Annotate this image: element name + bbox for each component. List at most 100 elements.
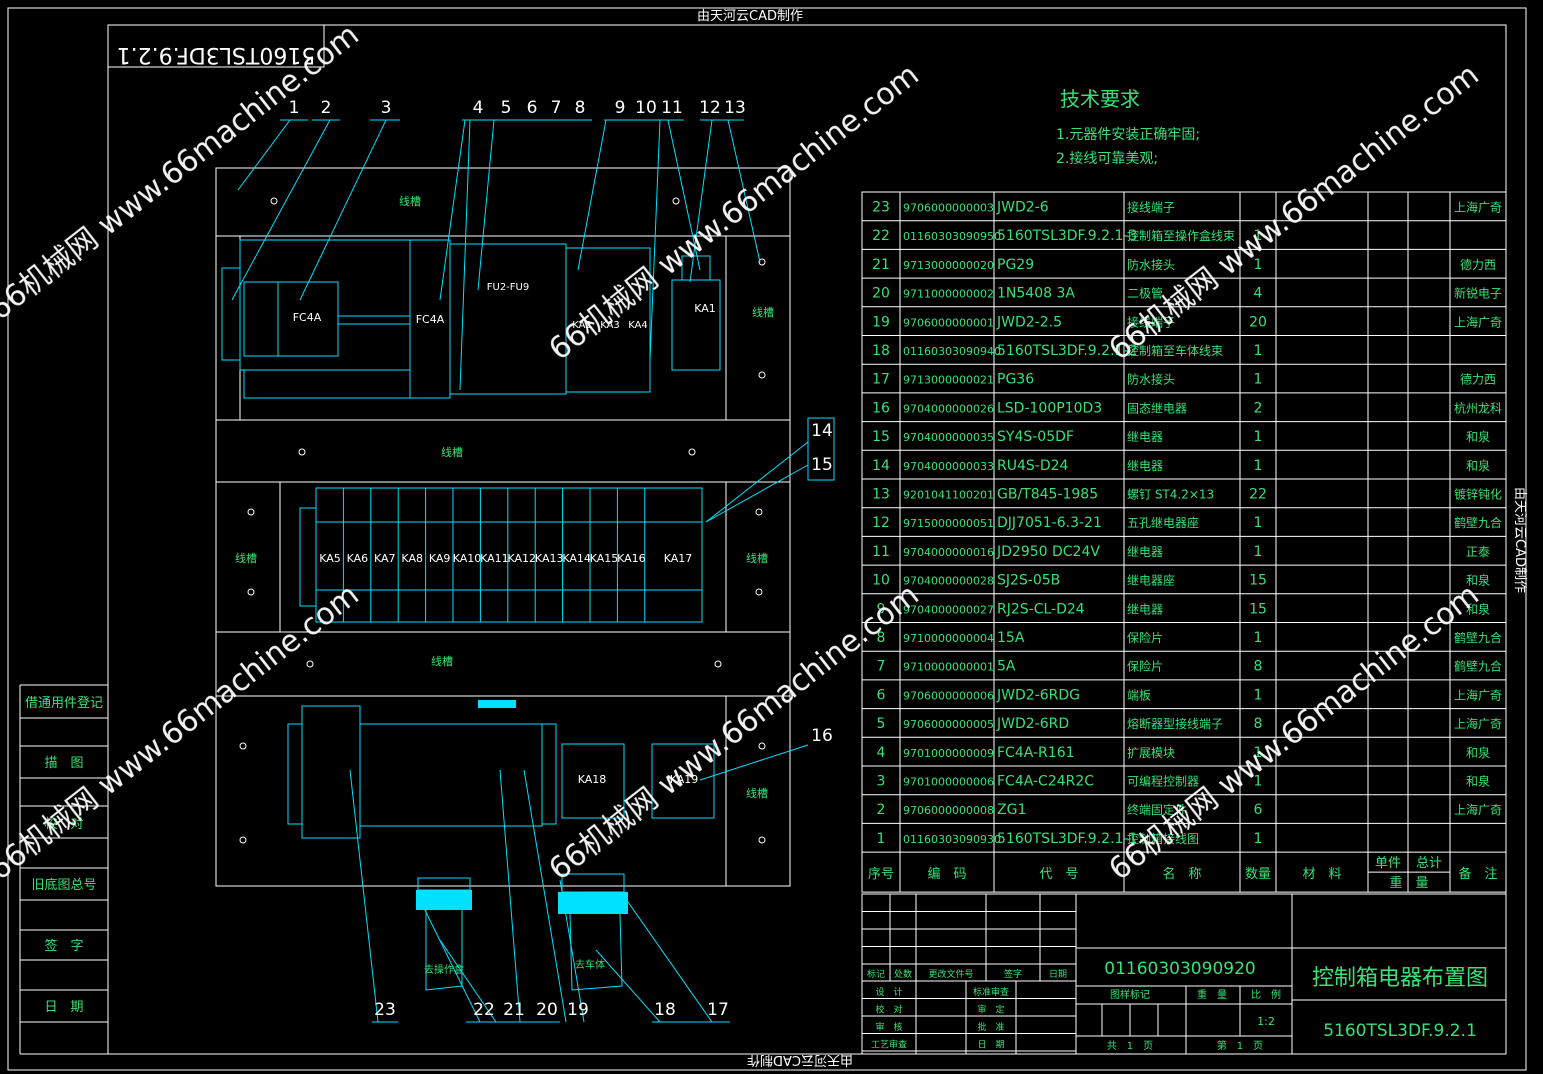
bom-header-5: 材 料: [1302, 867, 1341, 882]
ka2-label: KA2: [572, 320, 592, 331]
bom-header-2: 代 号: [1039, 867, 1078, 882]
left-strip: 借通用件登记 描 图 校 对 旧底图总号 签 字 日 期: [25, 696, 103, 1015]
bom-cell-13-6: 和泉: [1466, 574, 1490, 588]
bom-cell-7-3: 固态继电器: [1127, 401, 1187, 415]
bom-header-7: 总计: [1416, 856, 1442, 871]
bom-cell-17-4: 1: [1254, 687, 1263, 703]
ka18-label: KA18: [578, 773, 607, 786]
bom-cell-17-0: 6: [877, 687, 886, 703]
bom-cell-19-0: 4: [877, 745, 886, 761]
role-mid-1: 审 定: [977, 1004, 1004, 1016]
callout-17: 17: [707, 1000, 729, 1020]
callout-19: 19: [567, 1000, 589, 1020]
bom-cell-7-2: LSD-100P10D3: [997, 400, 1102, 416]
ka1-label: KA1: [694, 302, 716, 315]
bom-cell-6-4: 1: [1254, 372, 1263, 388]
bom-cell-11-2: DJJ7051-6.3-21: [997, 515, 1102, 531]
callout-10: 10: [635, 98, 657, 118]
callout-18: 18: [654, 1000, 676, 1020]
ka-row-label-6: KA11: [480, 552, 509, 565]
bom-cell-21-4: 6: [1254, 802, 1263, 818]
ka19-relay: [651, 743, 715, 819]
ka-row-label-12: KA17: [664, 552, 693, 565]
bom-cell-7-1: 9704000000026: [903, 402, 994, 415]
weight-label: 重 量: [1197, 988, 1227, 1001]
role-left-0: 设 计: [875, 986, 902, 998]
bom-cell-6-0: 17: [872, 372, 890, 388]
total-sheets: 共 1 页: [1107, 1040, 1153, 1052]
bom-cell-19-1: 9701000000009: [903, 747, 994, 760]
callout-14: 14: [811, 421, 833, 441]
bom-cell-21-3: 终端固定件: [1127, 802, 1187, 817]
relay-row: [315, 487, 703, 623]
bom-cell-1-1: 01160303090950: [903, 230, 1001, 243]
role-mid-3: 日 期: [977, 1040, 1004, 1051]
callout-1: 1: [289, 98, 300, 118]
duct-right1: [725, 235, 791, 421]
bom-cell-1-4: 1: [1254, 228, 1263, 244]
tech-req-line-1: 1.元器件安装正确牢固;: [1056, 127, 1200, 143]
bom-cell-18-4: 8: [1254, 716, 1263, 732]
bom-header-6: 单件: [1375, 856, 1401, 871]
bom-cell-18-3: 熔断器型接线端子: [1127, 716, 1223, 731]
bom-cell-15-1: 9710000000004: [903, 632, 994, 645]
bom-cell-3-1: 9711000000002: [903, 288, 994, 301]
bom-cell-9-1: 9704000000033: [903, 460, 994, 473]
bom-cell-10-4: 22: [1249, 487, 1267, 503]
ka-row-label-9: KA14: [562, 552, 591, 565]
duct-left2: [215, 481, 281, 633]
bom-cell-22-2: 5160TSL3DF.9.2.1-1: [997, 831, 1137, 847]
bom-cell-9-3: 继电器: [1127, 459, 1163, 473]
bom-cell-4-1: 9706000000001: [903, 316, 994, 329]
bom-cell-11-6: 鹤壁九合: [1454, 515, 1502, 530]
bom-cell-16-3: 保险片: [1127, 659, 1163, 674]
bom-cell-14-3: 继电器: [1127, 602, 1163, 616]
bom-cell-13-0: 10: [872, 573, 890, 589]
strip-label-4: 签 字: [44, 938, 83, 954]
watermarks: 66机械网 www.66machine.com 66机械网 www.66mach…: [0, 17, 1486, 887]
strip-label-2: 校 对: [44, 816, 83, 832]
role-left-3: 工艺审查: [871, 1039, 907, 1051]
relay-group-top: [565, 247, 651, 393]
terminal-strip: [359, 723, 543, 827]
duct-right2: [725, 481, 791, 633]
ka-row-label-5: KA10: [453, 552, 482, 565]
ka19-label: KA19: [670, 773, 699, 786]
duct-label: 线槽: [746, 551, 768, 565]
bom-cell-14-1: 9704000000027: [903, 603, 994, 616]
bom-cell-14-4: 15: [1249, 601, 1267, 617]
bom-cell-6-1: 9713000000021: [903, 374, 994, 387]
bom-cell-10-6: 镀锌钝化: [1454, 488, 1502, 502]
watermark-5: 66机械网 www.66machine.com: [543, 577, 926, 887]
duct-top: [215, 167, 791, 237]
bom-cell-3-6: 新锐电子: [1454, 286, 1502, 301]
bom-cell-14-2: RJ2S-CL-D24: [997, 601, 1085, 617]
bom-cell-9-0: 14: [872, 458, 890, 474]
terminal-end-plate: [301, 705, 361, 839]
watermark-4: 66机械网 www.66machine.com: [0, 577, 366, 887]
callout-5: 5: [501, 98, 512, 118]
bom-cell-5-0: 18: [872, 343, 890, 359]
bom-cell-18-6: 上海广奇: [1454, 716, 1502, 731]
bom-cell-21-0: 2: [877, 802, 886, 818]
strip-label-3: 旧底图总号: [31, 877, 96, 893]
bom-cell-11-3: 五孔继电器座: [1127, 515, 1199, 530]
callout-7: 7: [551, 98, 562, 118]
title-code: 01160303090920: [1104, 959, 1255, 979]
bom-cell-8-3: 继电器: [1127, 430, 1163, 444]
bom-cell-16-0: 7: [877, 659, 886, 675]
bom-cell-21-2: ZG1: [997, 802, 1026, 818]
bom-cell-12-2: JD2950 DC24V: [996, 544, 1100, 560]
stage-label: 图样标记: [1110, 988, 1150, 1001]
bom-cell-2-3: 防水接头: [1127, 257, 1175, 272]
callout-6: 6: [527, 98, 538, 118]
bom-cell-4-6: 上海广奇: [1454, 314, 1502, 329]
bom-cell-22-4: 1: [1254, 831, 1263, 847]
callout-22: 22: [473, 1000, 495, 1020]
bom-cell-4-4: 20: [1249, 314, 1267, 330]
bom-cell-2-1: 9713000000020: [903, 259, 994, 272]
callout-12: 12: [699, 98, 721, 118]
bom-header-1: 编 码: [927, 867, 966, 882]
